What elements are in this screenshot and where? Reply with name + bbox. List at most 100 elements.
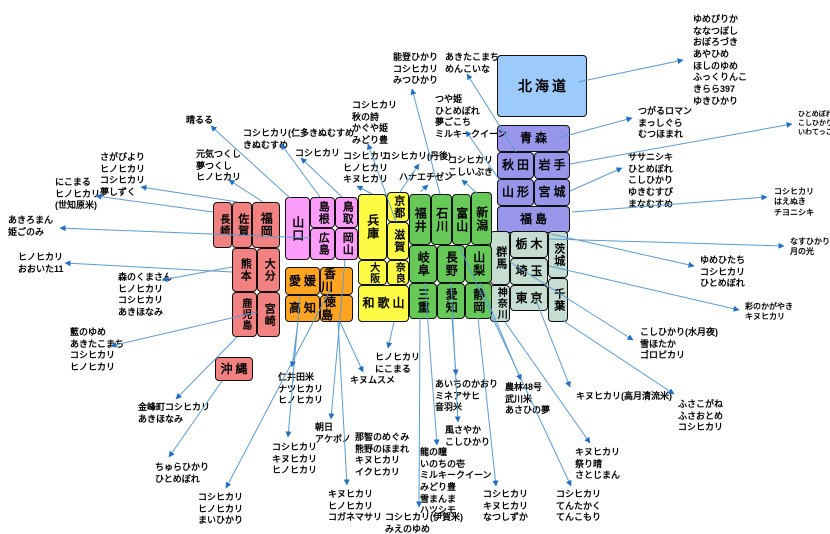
label-kochi-rices: 仁井田米ナツヒカリヒノヒカリ [278, 372, 323, 407]
label-ishikawa-rices: 能登ひかりコシヒカリみつひかり [393, 52, 438, 87]
label-line: てんこもり [556, 512, 602, 523]
label-line: 農林48号 [505, 382, 543, 392]
label-line: まなむすめ [628, 198, 674, 209]
prefecture-nagano: 長野 [437, 245, 465, 283]
pointer-arrow [451, 317, 459, 376]
label-line: ふっくりんこ [693, 72, 748, 83]
label-oita-rices: ヒノヒカリおおいた11 [18, 252, 64, 275]
label-line: あきろまん [8, 215, 54, 225]
label-ehime-rices: キヌヒカリヒノヒカリコガネマサリ [328, 489, 382, 524]
prefecture-ishikawa: 石川 [431, 194, 452, 245]
label-line: ヒノヒカリ [18, 252, 64, 262]
prefecture-fukui: 福井 [409, 194, 431, 245]
label-fukuoka-rices: 元気つくし夢つくしヒノヒカリ [196, 149, 241, 184]
label-line: ミルキークイーン [420, 470, 492, 481]
label-line: ヒノヒカリ [55, 188, 101, 199]
label-line: いのちの壱 [420, 458, 466, 469]
label-yamaguchi-rices: 晴るる [186, 115, 213, 127]
label-line: ナツヒカリ [278, 383, 324, 394]
label-line: にこまる [55, 177, 91, 187]
prefecture-okayama: 岡山 [335, 228, 358, 260]
label-line: キヌヒカリ [745, 312, 785, 322]
label-tochigi-rices: なすひかり月の光 [790, 237, 830, 258]
label-line: コシヒカリ(伊賀米) [385, 512, 463, 522]
prefecture-shizuoka: 静岡 [465, 283, 492, 319]
label-tokyo-rices: キヌヒカリ(高月清流米) [576, 391, 672, 403]
label-yamanashi-rices: 農林48号武川米あさひの夢 [505, 382, 550, 417]
label-line: コシヒカリ [352, 100, 398, 110]
label-saga-rices: さがびよりヒノヒカリコシヒカリ夢しずく [100, 152, 145, 199]
label-line: (世知原米) [55, 200, 97, 211]
prefecture-yamagata: 山形 [497, 179, 534, 206]
label-line: ふさこがね [678, 399, 724, 409]
label-line: コシヒカリ(仁多きぬむすめ [243, 128, 354, 138]
label-line: みつひかり [393, 75, 439, 86]
label-line: ひとめぼれ [700, 278, 745, 289]
label-chiba-rices: ふさこがねふさおとめコシヒカリ [678, 399, 723, 434]
label-line: キヌムスメ [350, 375, 396, 385]
prefecture-tokyo: 東京 [510, 285, 548, 311]
prefecture-kyoto: 京都 [387, 192, 409, 222]
label-line: コシヒカリ [774, 187, 814, 196]
label-line: ヒノヒカリ [343, 162, 389, 173]
label-line: 那智のめぐみ [355, 432, 410, 442]
label-line: キヌヒカリ [343, 174, 389, 185]
prefecture-gifu: 岐阜 [409, 245, 437, 283]
label-saitama-rices: 彩のかがやきキヌヒカリ [745, 302, 793, 323]
label-line: おぼろづき [693, 37, 739, 48]
label-line: ヒノヒカリ [375, 352, 421, 362]
label-line: コシヒカリ [198, 492, 244, 502]
label-line: 龍の瞳 [420, 447, 448, 457]
prefecture-kagoshima: 鹿児島 [232, 292, 257, 337]
label-line: コシヒカリ [700, 266, 746, 277]
label-iwate-rices: ひとめぼれこしひかりいわてっこ [798, 110, 830, 137]
label-nara-rices: ヒノヒカリにこまる [375, 352, 420, 375]
label-line: さとじまん [575, 470, 621, 481]
pointer-arrow [569, 167, 623, 192]
label-hyogo-rices: コシヒカリヒノヒカリキヌヒカリ [343, 151, 388, 186]
label-line: ゆきひかり [693, 95, 739, 106]
label-kagawa-rices: コシヒカリヒノヒカリまいひかり [198, 492, 243, 527]
prefecture-aichi: 愛知 [437, 283, 465, 319]
label-line: 姫ごのみ [8, 226, 45, 237]
label-line: コシヒカリ [343, 151, 389, 161]
label-line: ヒノヒカリ [272, 465, 318, 476]
pointer-arrow [550, 233, 695, 268]
prefecture-yamanashi: 山梨 [465, 245, 492, 283]
prefecture-toyama: 富山 [452, 194, 471, 245]
prefecture-miyazaki: 宮崎 [257, 292, 280, 337]
label-line: コシヒカリ [393, 63, 439, 74]
label-line: キヌヒカリ(高月清流米) [576, 391, 672, 401]
pointer-arrow [339, 321, 364, 373]
label-line: 武川米 [505, 393, 533, 404]
label-toyama-rices: コシヒカリてんたかくてんこもり [556, 489, 601, 524]
label-gunma-rices: こしひかり(水月夜)雪ほたかゴロピカリ [640, 327, 718, 362]
label-line: ミルキークイーン [435, 129, 507, 140]
prefecture-kagawa: 香川 [320, 267, 353, 295]
label-line: つや姫 [435, 94, 463, 104]
label-nagano-rices: 風さやかこしひかり [445, 425, 490, 448]
prefecture-oita: 大分 [257, 248, 280, 292]
prefecture-nara: 奈良 [387, 260, 409, 285]
label-line: 元気つくし [196, 149, 242, 159]
label-line: キヌヒカリ [483, 500, 529, 511]
prefecture-shiga: 滋賀 [387, 222, 409, 260]
prefecture-saga: 佐賀 [232, 202, 252, 248]
label-line: 晴るる [186, 115, 214, 125]
label-line: 仁井田米 [278, 372, 315, 382]
label-line: 夢しずく [100, 187, 136, 198]
label-tottori-rices: コシヒカリ [295, 148, 340, 160]
label-line: こしいぶき [448, 166, 494, 177]
label-line: てんたかく [556, 500, 602, 511]
label-line: あいちのかおり [435, 379, 499, 389]
label-line: 音羽米 [435, 402, 463, 413]
label-line: ゆめぴりか [693, 14, 739, 24]
label-miyagi-rices: ササニシキひとめぼれこしひかりゆきむすびまなむすめ [628, 152, 673, 210]
label-line: コシヒカリ [483, 489, 529, 499]
pointer-arrow [161, 266, 233, 282]
label-line: チヨニシキ [774, 207, 814, 217]
prefecture-miyagi: 宮城 [534, 179, 570, 206]
label-line: あやひめ [693, 49, 730, 60]
prefecture-fukuoka: 福岡 [252, 202, 280, 248]
label-line: キヌヒカリ [355, 455, 401, 466]
